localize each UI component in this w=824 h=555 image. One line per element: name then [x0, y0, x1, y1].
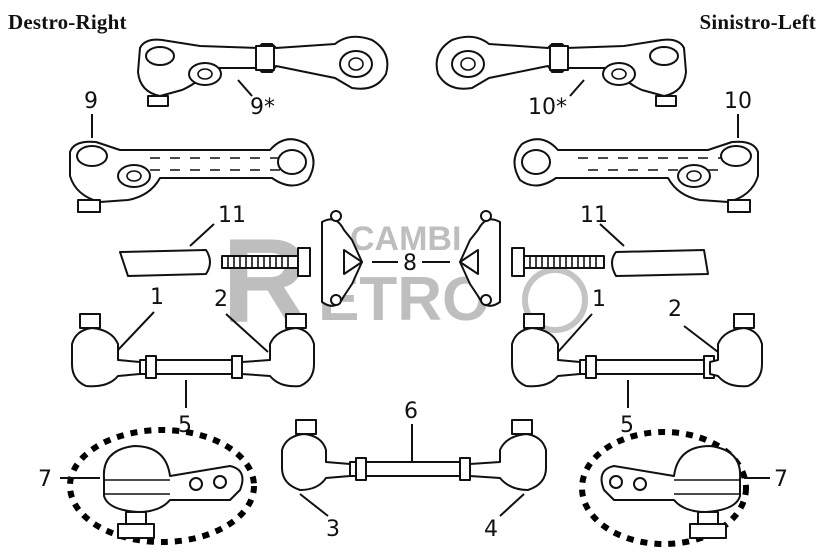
- watermark-top-word: CAMBI: [350, 220, 461, 258]
- callout-4: 4: [484, 517, 498, 542]
- highlight-ring-left: [579, 429, 749, 547]
- callout-5b: 5: [620, 413, 634, 438]
- callout-7b: 7: [774, 467, 788, 492]
- arm-10: 10: [513, 89, 759, 213]
- callout-11a: 11: [218, 203, 246, 228]
- tie-rod-6: 6 3 4: [281, 399, 547, 542]
- callout-9star: 9*: [250, 95, 275, 120]
- callout-10: 10: [724, 89, 752, 114]
- tie-rod-assembly-right: 1 2 5: [71, 285, 315, 438]
- highlight-ring-right: [67, 427, 257, 545]
- callout-9: 9: [84, 89, 98, 114]
- flange-8-right: [321, 210, 363, 307]
- arm-9star: 9*: [137, 35, 389, 120]
- arm-10star: 10*: [435, 35, 687, 120]
- callout-8: 8: [403, 251, 417, 276]
- stud-left: [511, 247, 605, 277]
- callout-2b: 2: [668, 297, 682, 322]
- callout-10star: 10*: [528, 95, 567, 120]
- ball-joint-7-left: 7: [579, 429, 788, 547]
- callout-2a: 2: [214, 287, 228, 312]
- right-side-label: Destro-Right: [8, 10, 127, 34]
- sleeve-11-left: 11: [580, 203, 709, 277]
- callout-1a: 1: [150, 285, 164, 310]
- tie-rod-assembly-left: 1 2 5: [511, 287, 763, 438]
- left-side-label: Sinistro-Left: [699, 10, 816, 34]
- flange-8-left: [459, 210, 501, 307]
- stud-right: [221, 247, 311, 277]
- sleeve-11-right: 11: [119, 203, 246, 277]
- callout-11b: 11: [580, 203, 608, 228]
- callout-1b: 1: [592, 287, 606, 312]
- callout-6: 6: [404, 399, 418, 424]
- callout-3: 3: [326, 517, 340, 542]
- ball-joint-7-right: 7: [38, 427, 257, 545]
- watermark-wheel-icon: [522, 267, 588, 333]
- arm-9: 9: [69, 89, 315, 213]
- callout-7a: 7: [38, 467, 52, 492]
